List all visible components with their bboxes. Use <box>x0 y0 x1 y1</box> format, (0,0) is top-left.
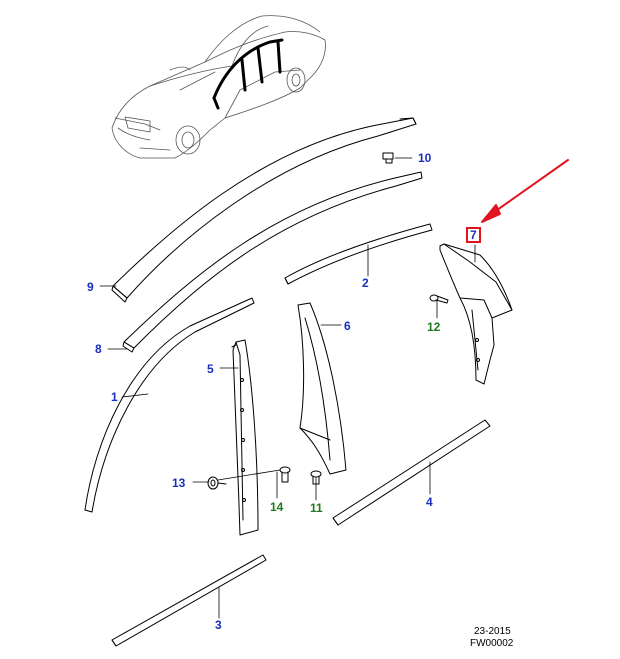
leader-lines <box>99 157 476 619</box>
part-12-screw <box>429 294 449 304</box>
callout-2: 2 <box>362 276 369 290</box>
part-7-quarter-trim <box>439 243 513 385</box>
callout-3: 3 <box>215 618 222 632</box>
callout-7: 7 <box>466 227 481 243</box>
part-14-pin <box>279 466 291 483</box>
callout-5: 5 <box>207 362 214 376</box>
part-1-seal <box>84 297 255 513</box>
diagram-date-code: 23-2015 <box>474 626 511 637</box>
callout-11: 11 <box>310 501 323 515</box>
callout-10: 10 <box>418 151 432 165</box>
part-2-moulding <box>284 223 433 285</box>
car-illustration <box>111 15 326 159</box>
part-8-moulding <box>122 171 423 353</box>
callout-6: 6 <box>344 319 351 333</box>
part-3-strip <box>111 554 267 647</box>
callout-9: 9 <box>87 280 94 294</box>
car-door-seals <box>212 38 284 110</box>
callout-4: 4 <box>426 495 433 509</box>
callout-14: 14 <box>270 500 284 514</box>
part-13-grommet <box>207 476 227 490</box>
highlight-arrow <box>481 159 569 223</box>
part-4-strip <box>332 419 491 526</box>
part-9-roof-moulding <box>111 117 417 303</box>
part-5-pillar-trim <box>231 339 259 536</box>
callout-13: 13 <box>172 476 186 490</box>
callout-8: 8 <box>95 342 102 356</box>
part-6-pillar-trim <box>297 302 347 475</box>
callout-1: 1 <box>111 390 118 404</box>
part-10-clip <box>382 152 394 164</box>
diagram-reference-code: FW00002 <box>470 638 514 649</box>
callout-12: 12 <box>427 320 441 334</box>
